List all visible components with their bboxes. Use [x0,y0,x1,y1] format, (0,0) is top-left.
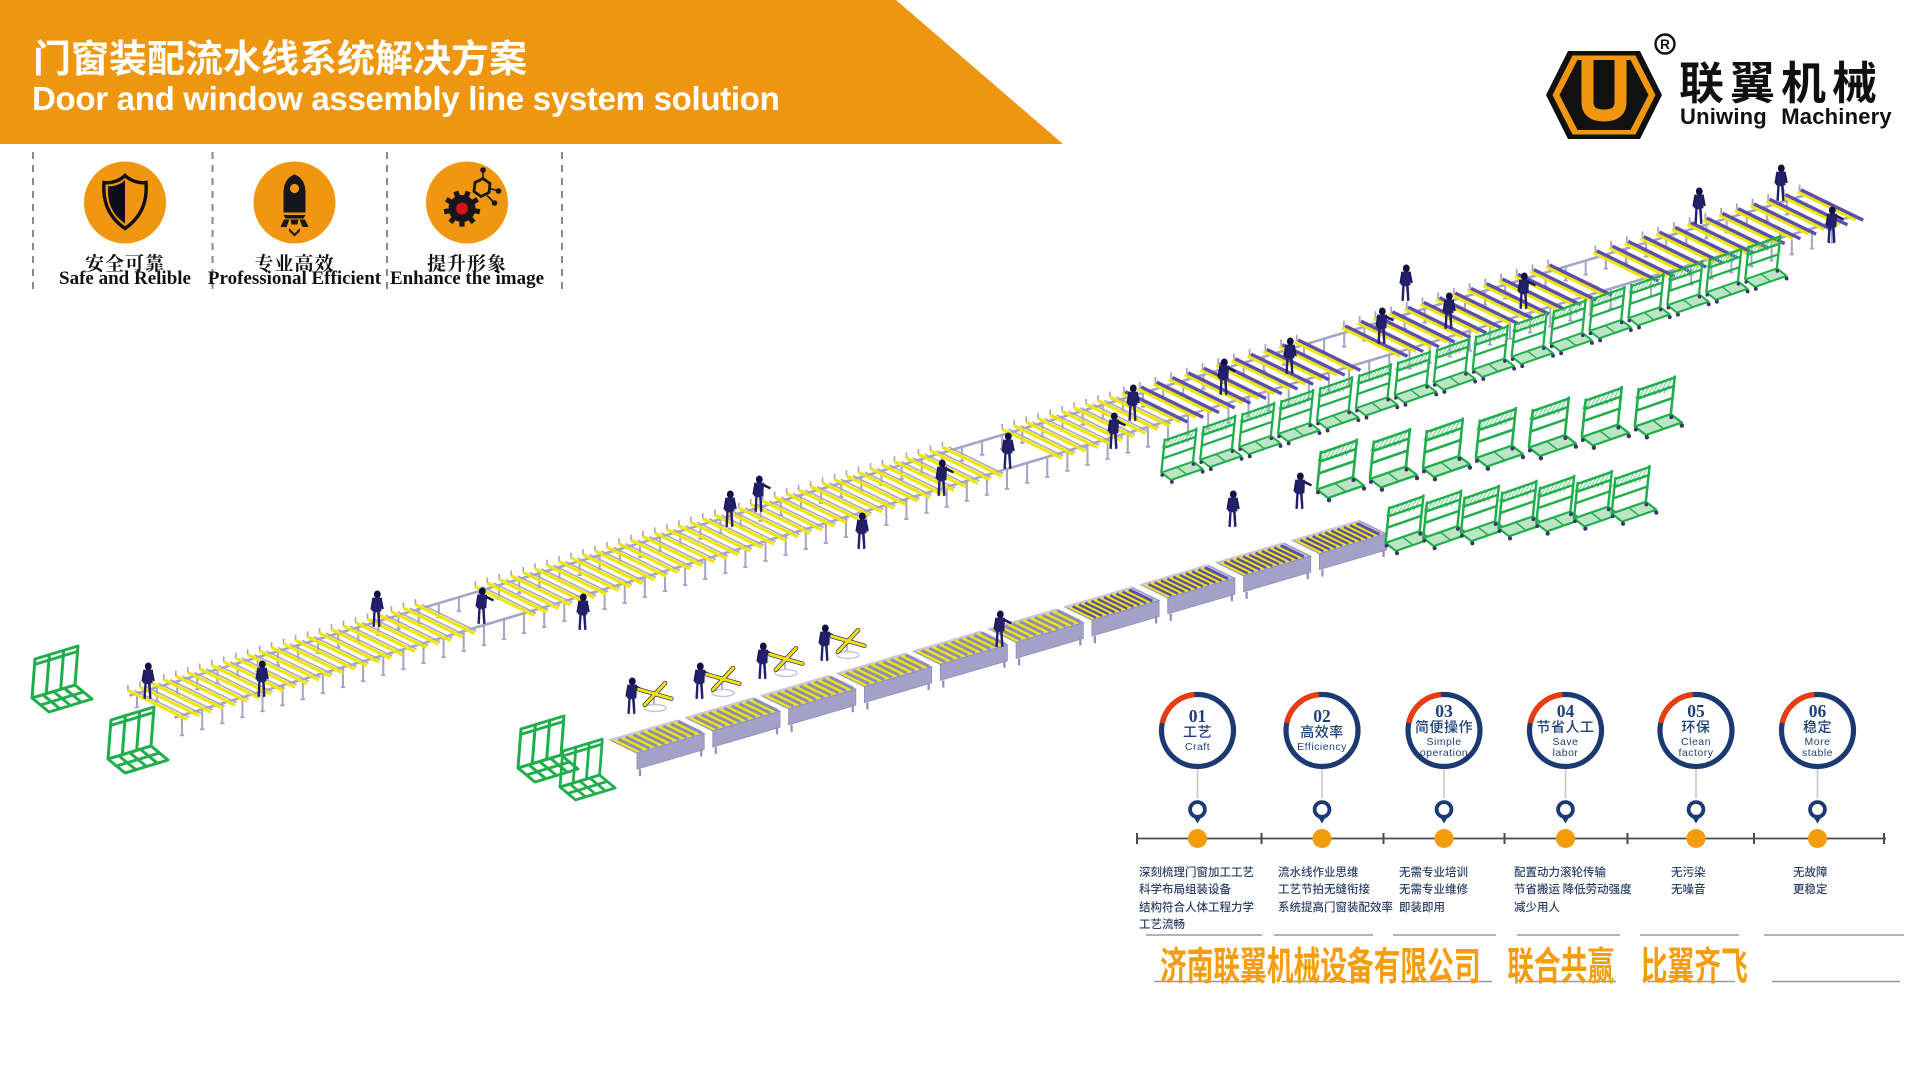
svg-text:R: R [1660,37,1670,52]
